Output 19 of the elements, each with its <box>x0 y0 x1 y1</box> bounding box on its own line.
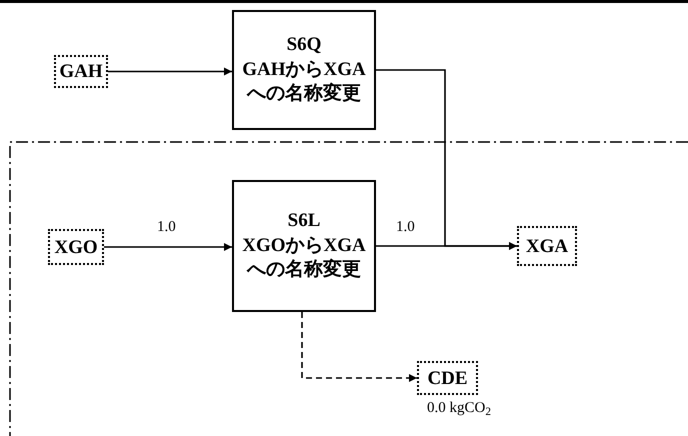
flow-box <box>417 361 478 395</box>
process-id: S6L <box>288 208 320 233</box>
process-id: S6Q <box>286 32 322 57</box>
arrow <box>301 312 417 382</box>
node-text: XGA <box>526 236 568 256</box>
node-text: XGOからXGAへの名称変更 <box>241 234 367 282</box>
node-text: CDE <box>427 368 468 388</box>
process-box <box>232 10 376 130</box>
node-text: GAHからXGAへの名称変更 <box>241 58 367 106</box>
node-text: GAH <box>59 62 103 81</box>
arrow <box>108 68 232 76</box>
arrow <box>104 243 232 251</box>
flow-box <box>517 226 577 266</box>
arrow <box>376 242 517 250</box>
process-box <box>232 180 376 312</box>
emission-value: 0.0 kgCO$_{2}$ <box>427 401 491 416</box>
node-text: XGO <box>54 238 98 256</box>
flow-box <box>48 229 104 265</box>
flow-box <box>54 55 108 88</box>
